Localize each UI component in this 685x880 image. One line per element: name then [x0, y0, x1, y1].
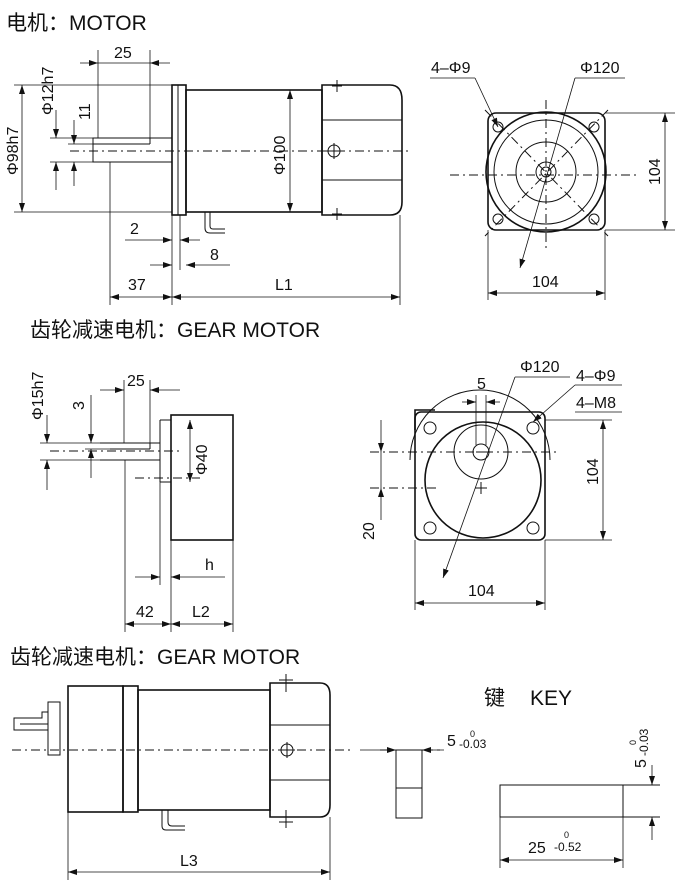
- motor-dim-37-label: 37: [128, 277, 146, 294]
- gear-front-height-label: 104: [585, 458, 602, 485]
- key-detail: 键 KEY 5 0 -0.03 5 0 -0.03 25 0 -0.52: [360, 687, 660, 868]
- gear-length-label: L2: [192, 604, 210, 621]
- key-length-tol-lower: -0.52: [554, 840, 582, 854]
- gear-front-holes-label: 4–Φ9: [576, 368, 616, 385]
- motor-dim-8-label: 8: [210, 247, 219, 264]
- gear-front-tapped-label: 4–M8: [576, 395, 616, 412]
- key-height-tol-lower: -0.03: [637, 728, 651, 756]
- gear-motor-side-view: L3: [12, 674, 350, 880]
- key-title-en: KEY: [530, 687, 572, 710]
- gear-h-label: h: [205, 557, 214, 574]
- key-height-tol-upper: 0: [628, 740, 638, 745]
- gear-front-view: 5 Φ120 4–Φ9 4–M8 104 20 104: [361, 359, 622, 610]
- gear-shaft-length-label: 25: [127, 373, 145, 390]
- gear-motor-section-title-1: 齿轮减速电机：GEAR MOTOR: [30, 319, 320, 342]
- motor-body-dia-label: Φ100: [272, 135, 289, 175]
- motor-length-label: L1: [275, 277, 293, 294]
- gear-dim-42-label: 42: [136, 604, 154, 621]
- motor-key-height-label: 11: [77, 103, 94, 120]
- motor-front-width-label: 104: [532, 274, 559, 291]
- motor-shaft-length-label: 25: [114, 45, 132, 62]
- motor-front-holes-label: 4–Φ9: [431, 60, 471, 77]
- gear-front-offset-label: 20: [361, 522, 378, 540]
- gear-motor-section-title-2: 齿轮减速电机：GEAR MOTOR: [10, 646, 300, 669]
- motor-side-view: 25 Φ98h7 Φ12h7 11 Φ100 2 8: [5, 45, 410, 305]
- motor-flange-dia-label: Φ98h7: [5, 127, 22, 175]
- gear-side-view: 25 Φ15h7 3 Φ40 h 42 L2: [30, 372, 234, 632]
- gear-front-pcd-label: Φ120: [520, 359, 560, 376]
- motor-front-height-label: 104: [647, 158, 664, 185]
- motor-dim-2-label: 2: [130, 221, 139, 238]
- key-title-cn: 键: [484, 687, 505, 710]
- motor-front-view: 4–Φ9 Φ120 104 104: [430, 60, 675, 300]
- gear-front-width-label: 104: [468, 583, 495, 600]
- gear-shaft-dia-label: Φ15h7: [30, 372, 47, 420]
- key-width-nominal: 5: [447, 733, 456, 750]
- gear-key-depth-label: 3: [71, 401, 88, 410]
- gear-boss-dia-label: Φ40: [194, 444, 211, 475]
- key-height-nominal: 5: [633, 759, 650, 768]
- key-width-tol-lower: -0.03: [459, 737, 487, 751]
- key-length-nominal: 25: [528, 840, 546, 857]
- gear-front-key-width-label: 5: [477, 376, 486, 393]
- motor-shaft-dia-label: Φ12h7: [40, 67, 57, 115]
- key-length-tol-upper: 0: [564, 830, 569, 840]
- key-width-tol-upper: 0: [470, 729, 475, 739]
- motor-section-title: 电机：MOTOR: [6, 12, 147, 35]
- motor-front-pcd-label: Φ120: [580, 60, 620, 77]
- gear-motor-length-label: L3: [180, 853, 198, 870]
